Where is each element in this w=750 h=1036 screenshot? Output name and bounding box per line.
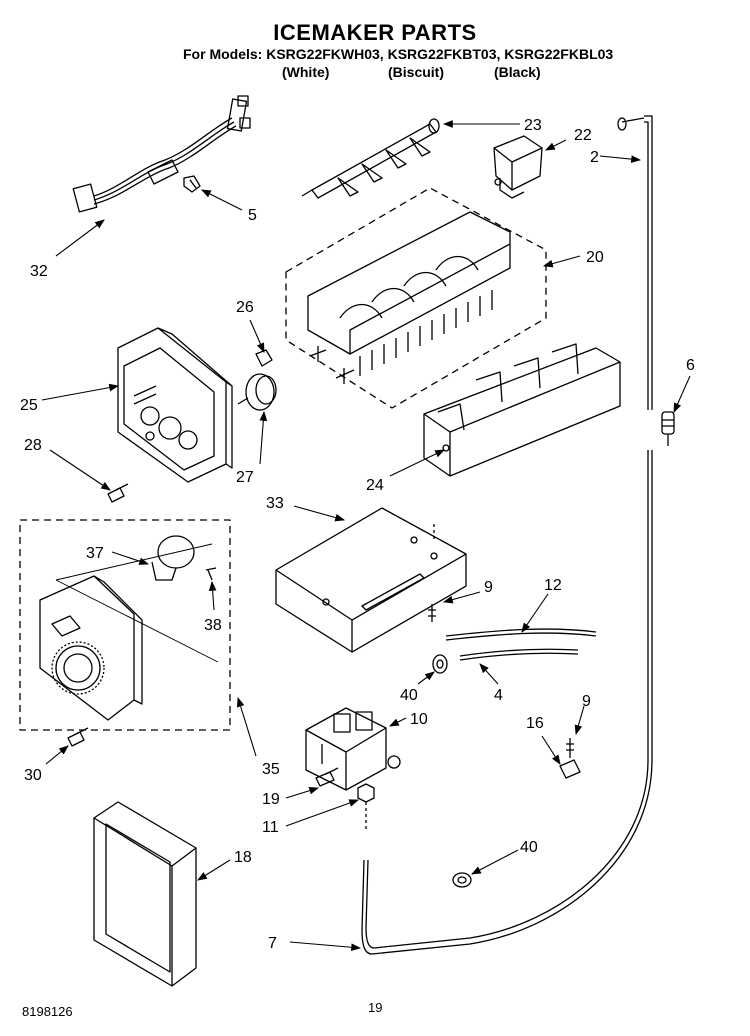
callout-25: 25 [20,397,38,414]
leader-10 [389,717,407,727]
nut-part-40-lower [452,872,472,888]
callout-24: 24 [366,477,384,494]
leader-7 [289,941,362,952]
callout-9-upper: 9 [484,579,493,596]
leader-32 [55,219,105,257]
nut-part-11 [357,783,375,830]
leader-11 [285,799,360,827]
models-line: For Models: KSRG22FKWH03, KSRG22FKBT03, … [183,46,614,62]
leader-24 [389,449,445,477]
leader-19 [285,786,320,799]
screw-part-9-lower [566,738,574,758]
callout-27: 27 [236,469,254,486]
thermostat-part-27 [237,373,277,411]
clip-part-26 [255,349,273,367]
leader-6 [673,375,691,414]
leader-16 [541,735,561,765]
cover-part-22 [493,135,543,199]
callout-5: 5 [248,207,257,224]
leader-28 [49,449,111,491]
leader-40b [471,849,519,875]
callout-37: 37 [86,545,104,562]
callout-12: 12 [544,577,562,594]
callout-11: 11 [262,819,279,836]
nut-part-40-upper [432,654,448,674]
leader-4 [479,663,499,685]
fill-tube-part-2 [617,115,653,410]
mounting-bracket-part-33 [275,507,467,653]
tube-part-4 [459,648,579,661]
callout-9-lower: 9 [582,693,591,710]
wire-harness-part-32 [72,95,251,213]
callout-40-lower: 40 [520,839,538,856]
page-title: ICEMAKER PARTS [273,20,477,45]
icemaker-cover-part-18 [93,801,197,987]
leader-33 [293,505,346,522]
color-white: (White) [282,64,330,80]
leader-37 [111,551,150,565]
callout-38: 38 [204,617,222,634]
leader-25 [41,383,120,401]
callout-33: 33 [266,495,284,512]
motor-module-part-35 [19,519,231,731]
callout-26: 26 [236,299,254,316]
coupling-part-6 [661,411,675,446]
callout-2: 2 [590,149,599,166]
callout-23: 23 [524,117,542,134]
leader-2 [599,155,642,163]
control-housing-part-25 [117,327,233,483]
page-number: 19 [368,1000,383,1015]
screw-part-28 [107,483,129,503]
callout-20: 20 [586,249,604,266]
leader-5 [201,189,243,211]
callout-16: 16 [526,715,544,732]
callout-6: 6 [686,357,695,374]
screw-part-30 [67,727,89,747]
leader-40a [417,671,435,685]
leader-27 [259,410,268,465]
document-number: 8198126 [22,1004,73,1019]
leader-9a [442,591,481,604]
leader-20 [542,255,581,268]
leader-18 [197,859,231,881]
leader-30 [45,745,69,765]
water-valve-part-10 [305,707,401,791]
callout-18: 18 [234,849,252,866]
callout-19: 19 [262,791,280,808]
callout-35: 35 [262,761,280,778]
leader-26 [249,319,265,354]
leader-12 [521,593,549,633]
leader-9b [574,705,585,736]
callout-22: 22 [574,127,592,144]
callout-7: 7 [268,935,277,952]
tube-part-12 [445,628,597,641]
screw-part-9-upper [428,604,436,622]
callout-40-upper: 40 [400,687,418,704]
stripper-part-24 [423,343,621,477]
clamp-part-16 [559,759,581,779]
leader-35 [236,696,257,757]
leader-38 [208,580,217,611]
clip-part-5 [183,175,201,193]
screw-part-19 [315,767,339,787]
callout-10: 10 [410,711,428,728]
callout-30: 30 [24,767,42,784]
color-black: (Black) [494,64,541,80]
water-tube-part-7 [361,450,653,955]
callout-32: 32 [30,263,48,280]
callout-4: 4 [494,687,503,704]
color-biscuit: (Biscuit) [388,64,444,80]
ejector-shaft-part-23 [301,118,440,199]
leader-22 [545,139,567,151]
ice-mold-part-20 [285,187,547,409]
callout-28: 28 [24,437,42,454]
